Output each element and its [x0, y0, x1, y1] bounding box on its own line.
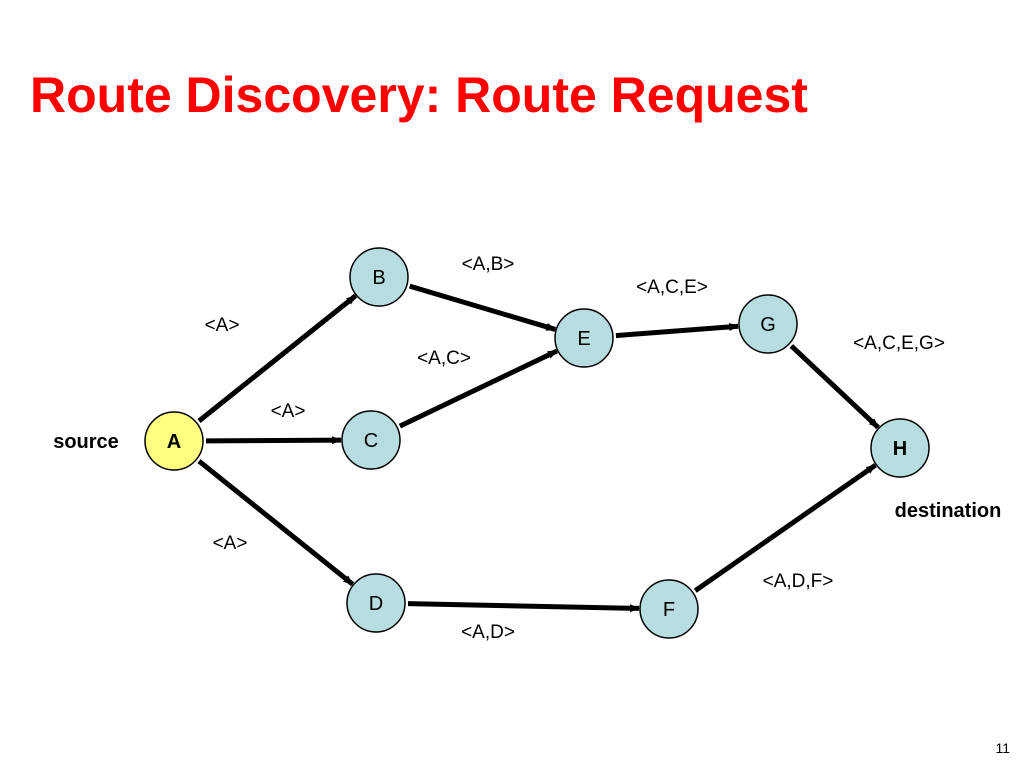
node-h: H [870, 418, 930, 478]
node-e: E [554, 308, 614, 368]
node-b: B [349, 247, 409, 307]
edge-label-f-h: <A,D,F> [763, 571, 834, 592]
node-h-circle [870, 418, 930, 478]
edge-d-f [407, 601, 641, 613]
edge-c-e [398, 348, 559, 429]
node-f-label: F [663, 599, 675, 621]
node-layer: A B C D E F G H [144, 247, 930, 639]
node-e-label: E [577, 328, 590, 350]
edge-a-c [205, 436, 343, 445]
edge-label-d-f: <A,D> [461, 622, 515, 643]
page-number: 11 [995, 740, 1010, 756]
node-d-circle [346, 573, 406, 633]
destination-label: destination [895, 500, 1002, 522]
edge-g-h [789, 344, 880, 430]
node-g: G [738, 294, 798, 354]
edge-label-c-e: <A,C> [417, 348, 471, 369]
edge-label-a-c: <A> [271, 401, 306, 422]
edge-label-e-g: <A,C,E> [636, 277, 708, 298]
edge-e-g [615, 322, 740, 339]
node-f: F [639, 579, 699, 639]
node-b-circle [349, 247, 409, 307]
node-f-circle [639, 579, 699, 639]
node-g-circle [738, 294, 798, 354]
node-a-label: A [167, 431, 181, 453]
edge-label-a-d: <A> [213, 533, 248, 554]
node-b-label: B [372, 267, 385, 289]
edge-layer [197, 283, 880, 613]
node-d-label: D [369, 593, 383, 615]
node-d: D [346, 573, 406, 633]
node-h-label: H [893, 438, 907, 460]
node-e-circle [554, 308, 614, 368]
node-c: C [341, 410, 401, 470]
edge-label-a-b: <A> [205, 315, 240, 336]
edge-f-h [693, 463, 877, 593]
edge-label-b-e: <A,B> [462, 254, 515, 275]
node-a: A [144, 411, 204, 471]
node-c-circle [341, 410, 401, 470]
node-c-label: C [364, 430, 378, 452]
edge-b-e [408, 283, 557, 332]
edge-a-b [197, 293, 358, 423]
node-g-label: G [760, 314, 776, 336]
label-layer: <A> <A> <A> <A,B> <A,C> <A,C,E> <A,C,E,G> <A,D>… [53, 254, 1001, 643]
edge-a-d [197, 459, 355, 587]
node-a-circle [144, 411, 204, 471]
edge-label-g-h: <A,C,E,G> [853, 333, 945, 354]
source-label: source [53, 431, 119, 453]
slide-title: Route Discovery: Route Request [30, 67, 808, 123]
